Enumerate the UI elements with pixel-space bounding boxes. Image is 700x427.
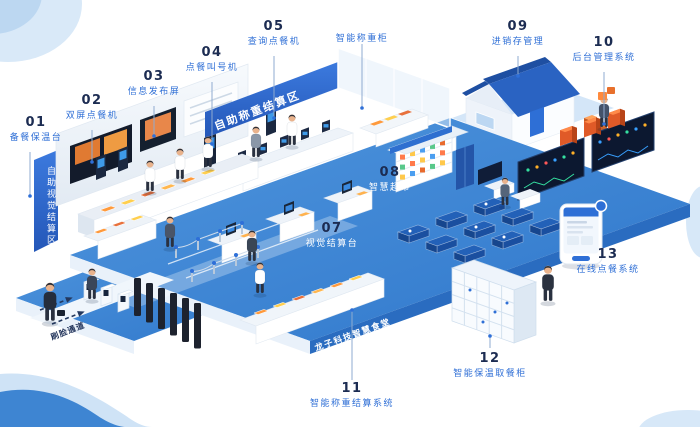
visual-zone-wall [34,150,58,252]
weighing-counter [227,119,354,192]
blob-bottom-right [639,410,700,427]
admin-dashboards [478,108,655,210]
phone-mockup [559,199,608,270]
corner-blob-top-left-inner [0,0,42,34]
settlement-counter [239,272,385,345]
wave-bottom-left-dark [0,389,126,427]
floor-walkway [108,216,358,308]
weigh-zone-banner [205,62,338,138]
warehouse-window [475,111,495,131]
box-carrier-figure [597,87,615,133]
shelf-items [400,140,445,180]
dashboard-screen [517,137,585,201]
dashboard-screen [591,111,655,173]
app-button [572,256,590,261]
businessman-figure [41,282,65,328]
briefcase-icon [57,310,65,316]
pickup-lockers [450,259,538,344]
warming-table [83,214,157,260]
supermarket-kiosk [389,125,474,193]
warehouse-door [530,107,544,137]
visual-zone-banner-text: 自助视觉结算区 [45,166,55,247]
entry-arrow-icon [51,311,85,325]
supermarket-fascia [390,126,452,154]
queue-stanchions [174,221,260,282]
barrier-pillars [134,278,201,349]
people [41,87,615,328]
leader-lines [28,44,606,380]
phone-badge-icon [594,199,608,213]
warehouse-roof [489,62,580,117]
monitor [478,161,502,185]
app-header [563,207,599,217]
dining-tables [397,197,562,264]
food-trays [253,275,364,315]
blob-right [686,186,700,258]
person-figure [539,265,557,307]
